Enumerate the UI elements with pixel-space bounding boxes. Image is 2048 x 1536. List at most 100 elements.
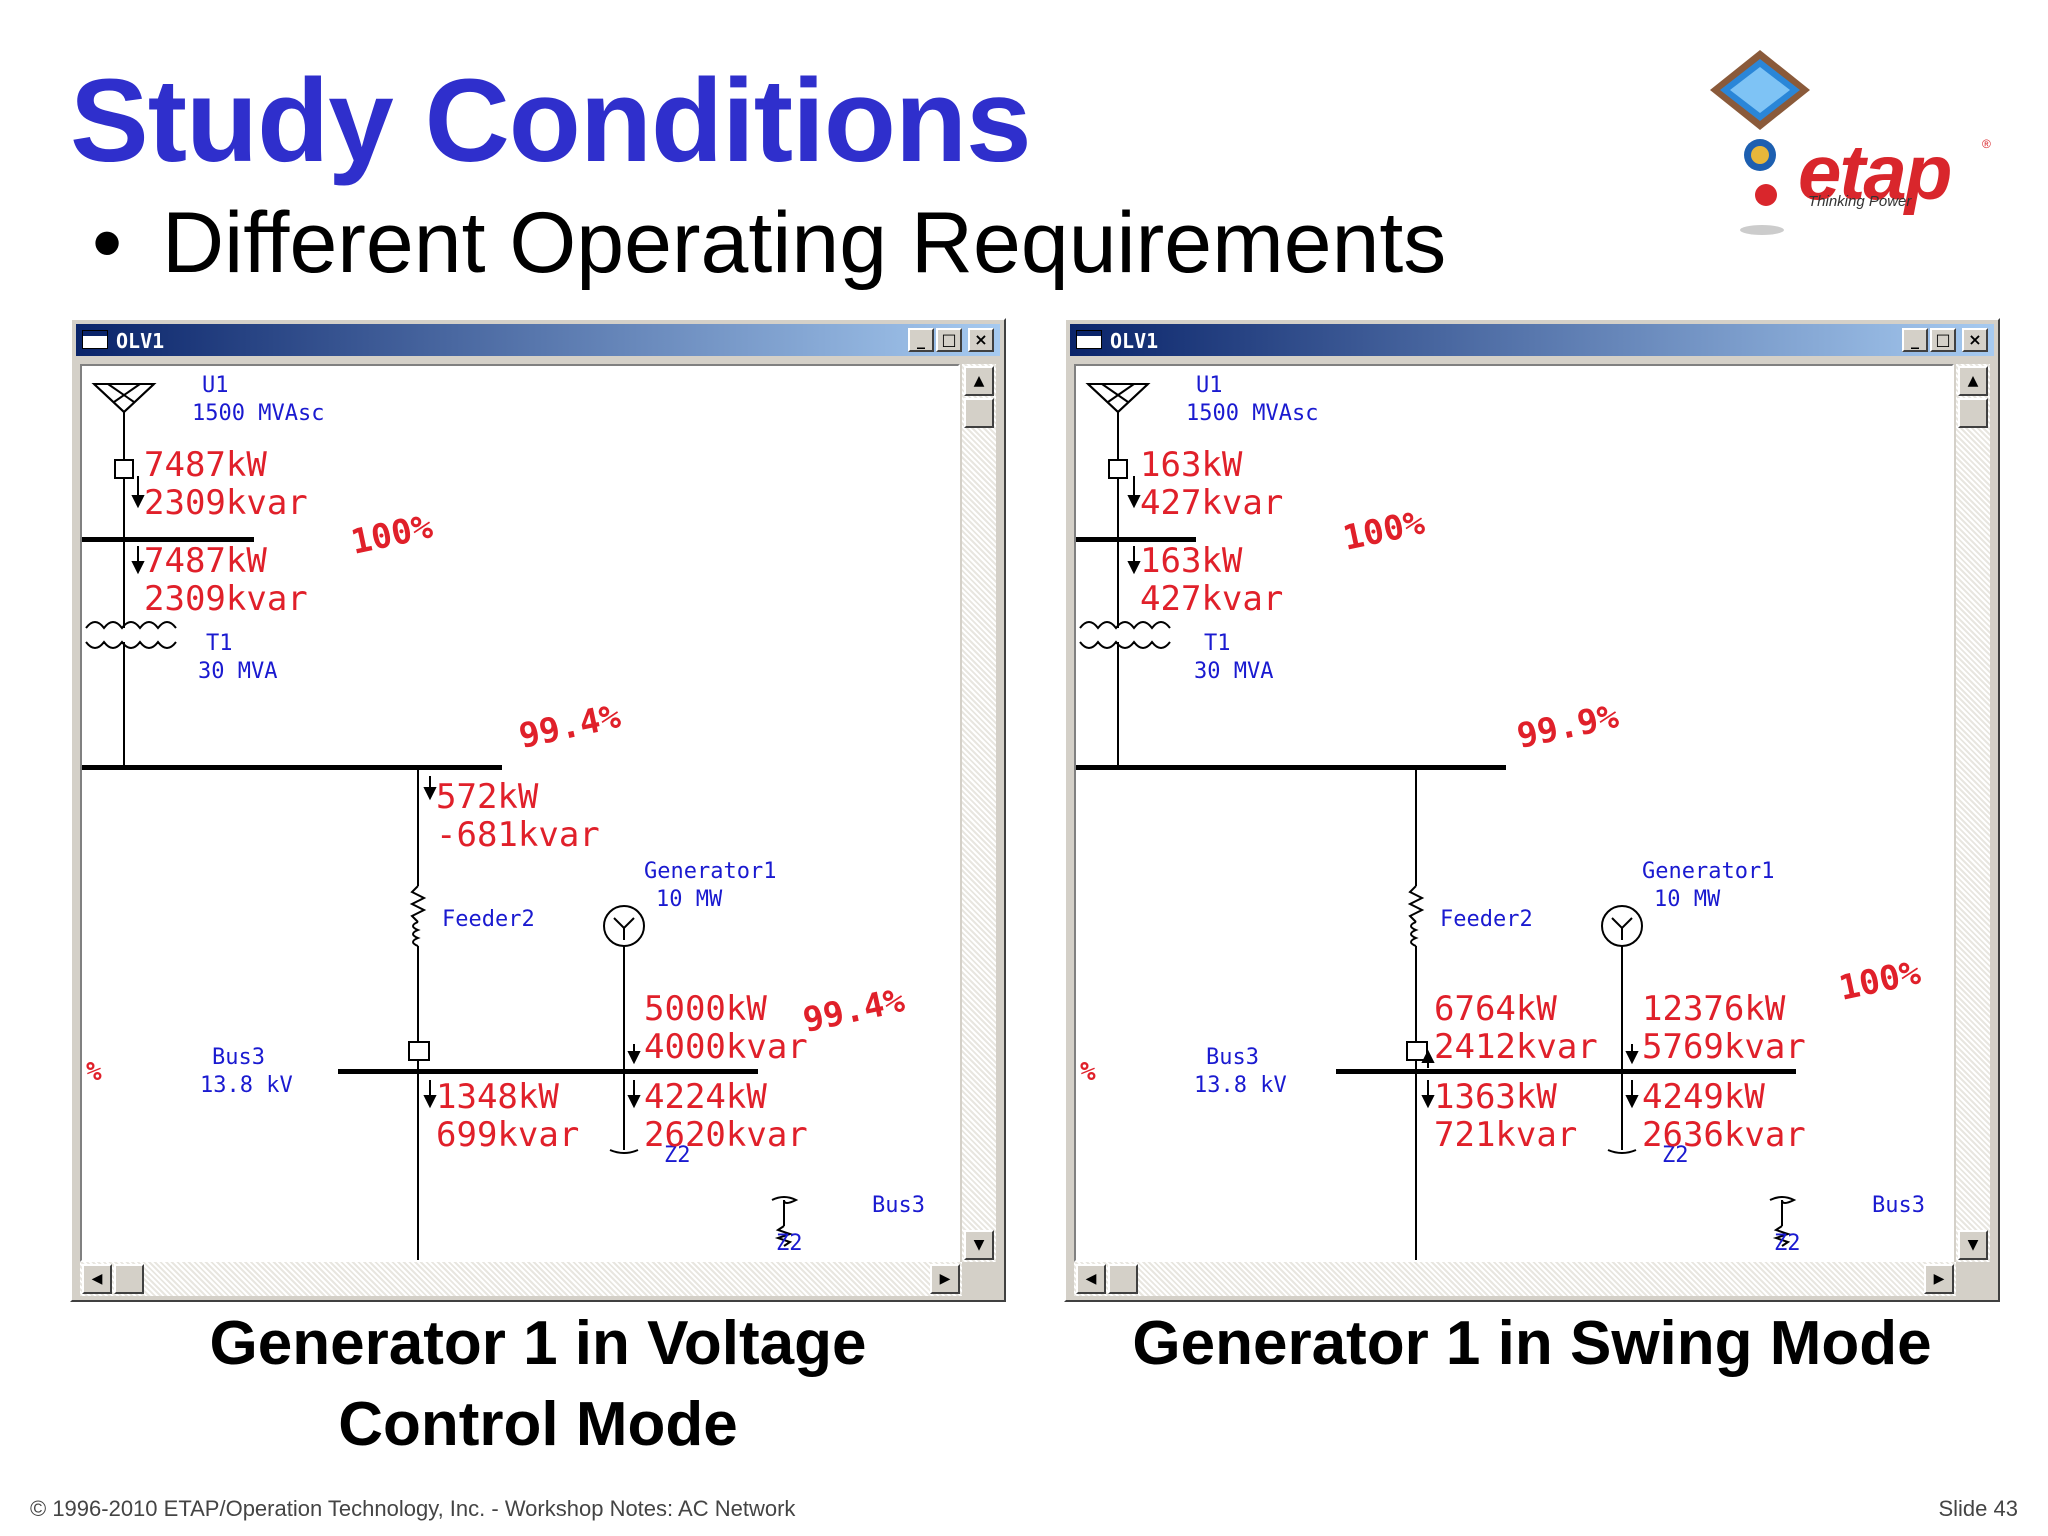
minimize-button[interactable]: _ [1902,328,1928,352]
breaker-icon [408,1041,430,1061]
one-line-diagram-canvas[interactable]: U1 1500 MVAsc T1 30 MVA Feeder2 Generato… [1074,364,1954,1262]
gen-rating: 10 MW [656,887,723,912]
one-line-diagram: U1 1500 MVAsc T1 30 MVA Feeder2 Generato… [1076,373,1925,1260]
utility-symbol-icon [1085,383,1151,414]
gen-name: Generator1 [1642,859,1774,884]
bus3-pct: 99.4% [800,980,909,1041]
load2-name: Z2 [1662,1143,1689,1168]
scroll-up-button[interactable]: ▲ [964,366,994,396]
load1-kvar: 699kvar [436,1115,579,1155]
u1-kw: 163kW [1140,445,1243,485]
close-button[interactable]: × [968,328,994,352]
horizontal-scrollbar[interactable]: ◀ ▶ [1074,1262,1956,1296]
z2b-label: Z2 [776,1231,803,1256]
feeder-name: Feeder2 [442,907,535,932]
olv-window-voltage-control[interactable]: OLV1 _ □ × [70,318,1006,1302]
close-button[interactable]: × [1962,328,1988,352]
maximize-button[interactable]: □ [1930,328,1956,352]
etap-logo-graphic-icon [1710,50,1810,235]
window-titlebar[interactable]: OLV1 _ □ × [76,324,1000,356]
vertical-scroll-thumb[interactable] [964,398,994,428]
feeder-kw: 6764kW [1434,989,1557,1029]
load-icon [1769,1196,1797,1204]
feeder-name: Feeder2 [1440,907,1533,932]
u1-name: U1 [202,373,229,398]
vertical-scrollbar[interactable]: ▲ ▼ [1956,364,1990,1262]
gen-rating: 10 MW [1654,887,1721,912]
gen-kw: 5000kW [644,989,767,1029]
scroll-up-button[interactable]: ▲ [1958,366,1988,396]
breaker-icon [1108,459,1128,479]
window-title: OLV1 [1110,329,1159,353]
window-titlebar[interactable]: OLV1 _ □ × [1070,324,1994,356]
t1-kw: 163kW [1140,541,1243,581]
bus3-name: Bus3 [212,1045,265,1070]
t1-rating: 30 MVA [1194,659,1273,684]
scroll-left-button[interactable]: ◀ [82,1264,112,1294]
slide-title: Study Conditions [70,55,1032,187]
caption-line: Generator 1 in Swing Mode [1132,1309,1932,1378]
bus3-pct: 100% [1836,953,1925,1009]
load1-kvar: 721kvar [1434,1115,1577,1155]
feeder-impedance-icon [1407,885,1425,923]
scroll-right-button[interactable]: ▶ [930,1264,960,1294]
bus1-pct: 100% [1340,503,1429,559]
load2-kw: 4249kW [1642,1077,1765,1117]
utility-symbol-icon [91,383,157,414]
caption-voltage-control: Generator 1 in Voltage Control Mode [70,1304,1006,1465]
feeder-impedance-icon [409,885,427,923]
horizontal-scroll-thumb[interactable] [114,1264,144,1294]
gen-kvar: 5769kvar [1642,1027,1806,1067]
caption-swing-mode: Generator 1 in Swing Mode [1064,1304,2000,1385]
window-title: OLV1 [116,329,165,353]
bus2-pct: 99.9% [1514,696,1623,757]
t1-kvar: 2309kvar [144,579,308,619]
gen-kvar: 4000kvar [644,1027,808,1067]
bus2-pct: 99.4% [516,696,625,757]
breaker-icon [1406,1041,1428,1061]
bus2-line [1076,765,1506,770]
bus1-line [82,537,254,542]
horizontal-scroll-thumb[interactable] [1108,1264,1138,1294]
t1-rating: 30 MVA [198,659,277,684]
vertical-scroll-thumb[interactable] [1958,398,1988,428]
u1-name: U1 [1196,373,1223,398]
horizontal-scrollbar[interactable]: ◀ ▶ [80,1262,962,1296]
u1-rating: 1500 MVAsc [192,401,324,426]
logo-registered: ® [1982,137,1991,151]
window-app-icon [82,330,108,349]
vertical-scrollbar[interactable]: ▲ ▼ [962,364,996,1262]
feeder-kw: 572kW [436,777,539,817]
bus1-pct: 100% [348,507,437,563]
scroll-right-button[interactable]: ▶ [1924,1264,1954,1294]
bus3-line [338,1069,758,1074]
one-line-diagram-canvas[interactable]: U1 1500 MVAsc T1 30 MVA Feeder2 Generato… [80,364,960,1262]
scroll-left-button[interactable]: ◀ [1076,1264,1106,1294]
scroll-down-button[interactable]: ▼ [1958,1230,1988,1260]
load-icon [771,1196,799,1204]
one-line-diagram: U1 1500 MVAsc T1 30 MVA Feeder2 Generato… [82,373,925,1260]
footer-copyright: © 1996-2010 ETAP/Operation Technology, I… [30,1496,796,1521]
bus3-voltage: 13.8 kV [1194,1073,1287,1098]
bus3b-label: Bus3 [1872,1193,1925,1218]
bus2-line [82,765,502,770]
edge-pct: % [86,1057,102,1087]
transformer-icon [85,621,177,630]
bullet-text: Different Operating Requirements [162,195,1447,291]
u1-rating: 1500 MVAsc [1186,401,1318,426]
caption-line: Control Mode [338,1389,738,1459]
bullet-item: •Different Operating Requirements [92,200,1446,286]
u1-kw: 7487kW [144,445,267,485]
breaker-icon [114,459,134,479]
bus1-line [1076,537,1196,542]
logo-tagline: Thinking Power [1808,193,1912,210]
u1-kvar: 2309kvar [144,483,308,523]
z2b-label: Z2 [1774,1231,1801,1256]
olv-window-swing-mode[interactable]: OLV1 _ □ × [1064,318,2000,1302]
load1-kw: 1348kW [436,1077,559,1117]
maximize-button[interactable]: □ [936,328,962,352]
scroll-down-button[interactable]: ▼ [964,1230,994,1260]
gen-kw: 12376kW [1642,989,1786,1029]
gen-name: Generator1 [644,859,776,884]
minimize-button[interactable]: _ [908,328,934,352]
